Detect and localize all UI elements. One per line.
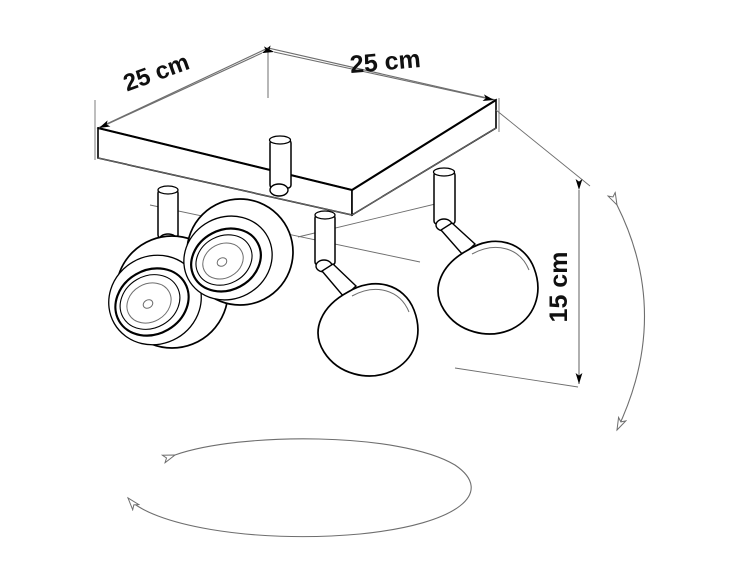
- tilt-arc-path: [617, 205, 646, 430]
- stem-cylinder-back-right: [433, 171, 456, 225]
- stem-cylinder-front-right: [314, 214, 336, 266]
- spot-head-front-right: [314, 210, 419, 377]
- rotation-indicator-ellipse: [128, 438, 472, 538]
- stem-top-cap-back-right: [432, 167, 456, 177]
- ball-joint-front-left: [269, 183, 289, 197]
- dim-height-label: 15 cm: [545, 252, 573, 323]
- head-bulb-back-left: [142, 299, 154, 309]
- plate-underside-edge-left: [97, 157, 353, 216]
- spot-head-front-left: [183, 135, 294, 306]
- joint-link-back-right: [439, 222, 477, 256]
- stem-cylinder-front-left: [269, 139, 292, 189]
- dim-height-extension-top: [495, 109, 591, 187]
- head-shell-back-right: [437, 240, 539, 335]
- dim-right-measure-line: [262, 46, 495, 101]
- dim-right-label: 25 cm: [349, 45, 422, 79]
- plate-top-edge-left: [97, 126, 353, 192]
- dimension-right-25cm: 25 cm: [262, 45, 500, 132]
- stem-front-left: [268, 135, 292, 197]
- head-bulb-front-left: [216, 257, 228, 267]
- stem-top-cap-front-left: [268, 135, 292, 145]
- rotation-ellipse-path: [128, 438, 472, 538]
- tilt-adjustment-arc: [617, 205, 646, 430]
- dim-height-extension-bottom: [454, 367, 579, 388]
- joint-link-front-right: [320, 263, 358, 299]
- head-shell-highlight-back-right: [471, 246, 530, 271]
- stem-back-right: [432, 167, 477, 256]
- head-shell-highlight-front-right: [351, 288, 410, 313]
- stem-cylinder-back-left: [157, 189, 179, 239]
- dim-left-measure-line: [98, 45, 274, 129]
- stem-top-cap-back-left: [157, 185, 179, 195]
- dimension-height-15cm: 15 cm: [454, 109, 591, 388]
- stem-top-cap-front-right: [314, 210, 336, 220]
- plate-top-edge-right: [351, 99, 497, 191]
- plate-underside-edge-right: [351, 127, 497, 216]
- head-shell-front-right: [317, 283, 419, 377]
- spot-head-back-right: [432, 167, 539, 335]
- stem-front-right: [314, 210, 358, 299]
